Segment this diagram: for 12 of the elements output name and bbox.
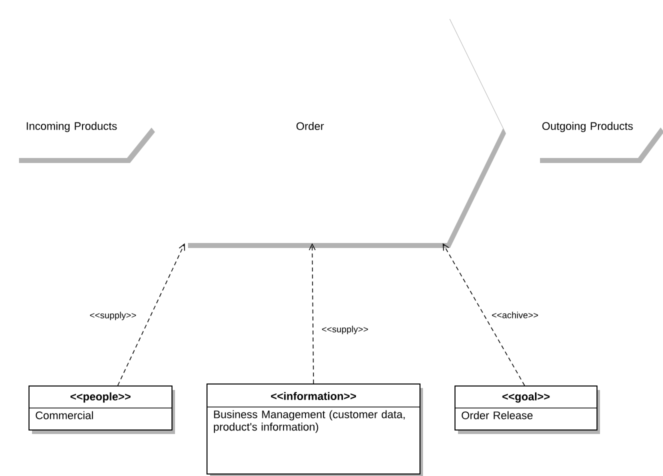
edge-label: <<supply>> xyxy=(88,310,138,322)
class-box: <<people>> Commercial xyxy=(28,386,175,434)
class-box: <<information>> Business Management (customer data, product's information) xyxy=(206,384,423,476)
product-chevron: Incoming Products xyxy=(16,96,155,163)
product-chevron: Outgoing Products xyxy=(537,96,663,163)
class-box: <<goal>> Order Release xyxy=(454,386,600,434)
dependency-arrow xyxy=(308,243,316,384)
dependency-arrow xyxy=(117,243,185,386)
dependency-arrow xyxy=(442,243,525,386)
order-chevron: Order xyxy=(185,14,506,248)
edge-label: <<achive>> xyxy=(490,310,540,320)
edge-label: <<supply>> xyxy=(320,324,370,336)
